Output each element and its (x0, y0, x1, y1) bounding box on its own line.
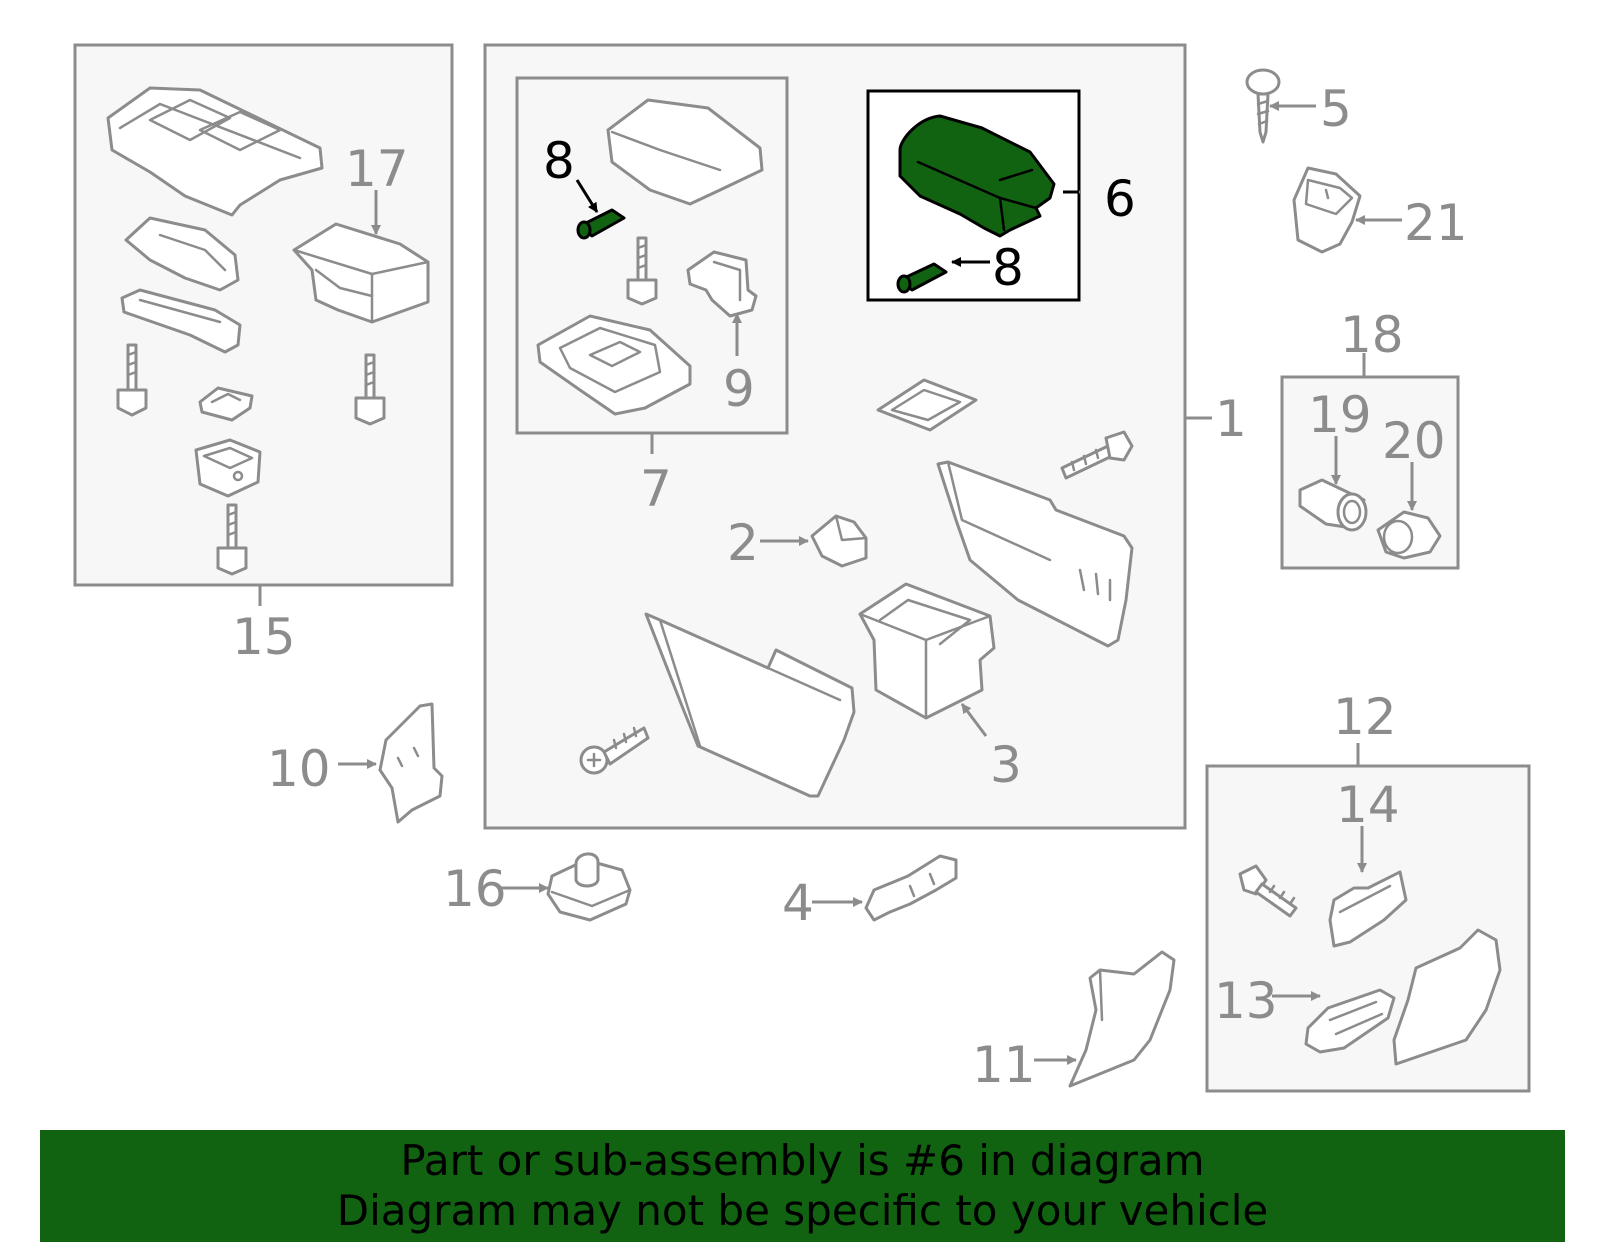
callout-7: 7 (640, 460, 672, 518)
part-19-socket (1298, 478, 1368, 532)
callout-20: 20 (1382, 412, 1446, 470)
callout-16: 16 (443, 860, 507, 918)
armrest-pad (606, 98, 764, 206)
part-21-switch (1292, 166, 1362, 254)
callout-11: 11 (972, 1036, 1036, 1094)
bolt-armrest (626, 236, 658, 306)
callout-12: 12 (1333, 688, 1397, 746)
part-13-switch (1304, 988, 1396, 1054)
callout-10: 10 (267, 740, 331, 798)
callout-17: 17 (345, 140, 409, 198)
callout-18: 18 (1340, 306, 1404, 364)
callout-6: 6 (1104, 170, 1136, 228)
callout-9: 9 (723, 360, 755, 418)
callout-3: 3 (990, 736, 1022, 794)
callout-8-left: 8 (543, 132, 575, 190)
part-8-pin-left (576, 208, 626, 240)
part-10-bracket (378, 702, 444, 824)
info-banner: Part or sub-assembly is #6 in diagram Di… (40, 1130, 1565, 1242)
callout-13: 13 (1214, 972, 1278, 1030)
trim-strip (120, 288, 242, 354)
banner-line-1: Part or sub-assembly is #6 in diagram (400, 1136, 1205, 1185)
part-8-pin-right (896, 262, 948, 294)
part-9-latch (686, 250, 758, 318)
callout-14: 14 (1336, 776, 1400, 834)
bolt-left (116, 343, 148, 417)
pad-sheet (876, 378, 978, 432)
part-5-screw (1245, 68, 1281, 144)
side-panel-right (936, 460, 1134, 648)
side-panel-left (644, 612, 856, 798)
part-3-cup-holder (858, 582, 996, 720)
banner-line-2: Diagram may not be specific to your vehi… (336, 1186, 1269, 1235)
callout-2: 2 (727, 514, 759, 572)
screw-right (1060, 430, 1134, 480)
part-20-bezel (1376, 510, 1442, 560)
part-2-clip (810, 514, 868, 568)
shift-boot-cover (124, 216, 240, 292)
shifter-bezel (106, 86, 324, 217)
part-16-knob (546, 852, 632, 922)
callout-1: 1 (1215, 390, 1247, 448)
part-14-bracket (1328, 870, 1408, 948)
callout-8-right: 8 (992, 239, 1024, 297)
armrest-base (536, 314, 692, 416)
bolt-group-12 (1238, 864, 1298, 918)
bolt-right (354, 353, 386, 426)
small-clip (198, 386, 254, 422)
part-17-storage-bin (292, 222, 430, 324)
callout-5: 5 (1320, 80, 1352, 138)
right-end-panel (1392, 928, 1502, 1066)
part-6-armrest-lid (898, 114, 1056, 238)
callout-15: 15 (232, 608, 296, 666)
part-11-trim (1068, 950, 1176, 1088)
screw-left (579, 726, 650, 775)
part-4-bracket (864, 854, 958, 922)
callout-21: 21 (1404, 194, 1468, 252)
callout-4: 4 (782, 874, 814, 932)
callout-19: 19 (1308, 386, 1372, 444)
usb-housing (194, 438, 262, 498)
bolt-bottom (216, 503, 248, 576)
